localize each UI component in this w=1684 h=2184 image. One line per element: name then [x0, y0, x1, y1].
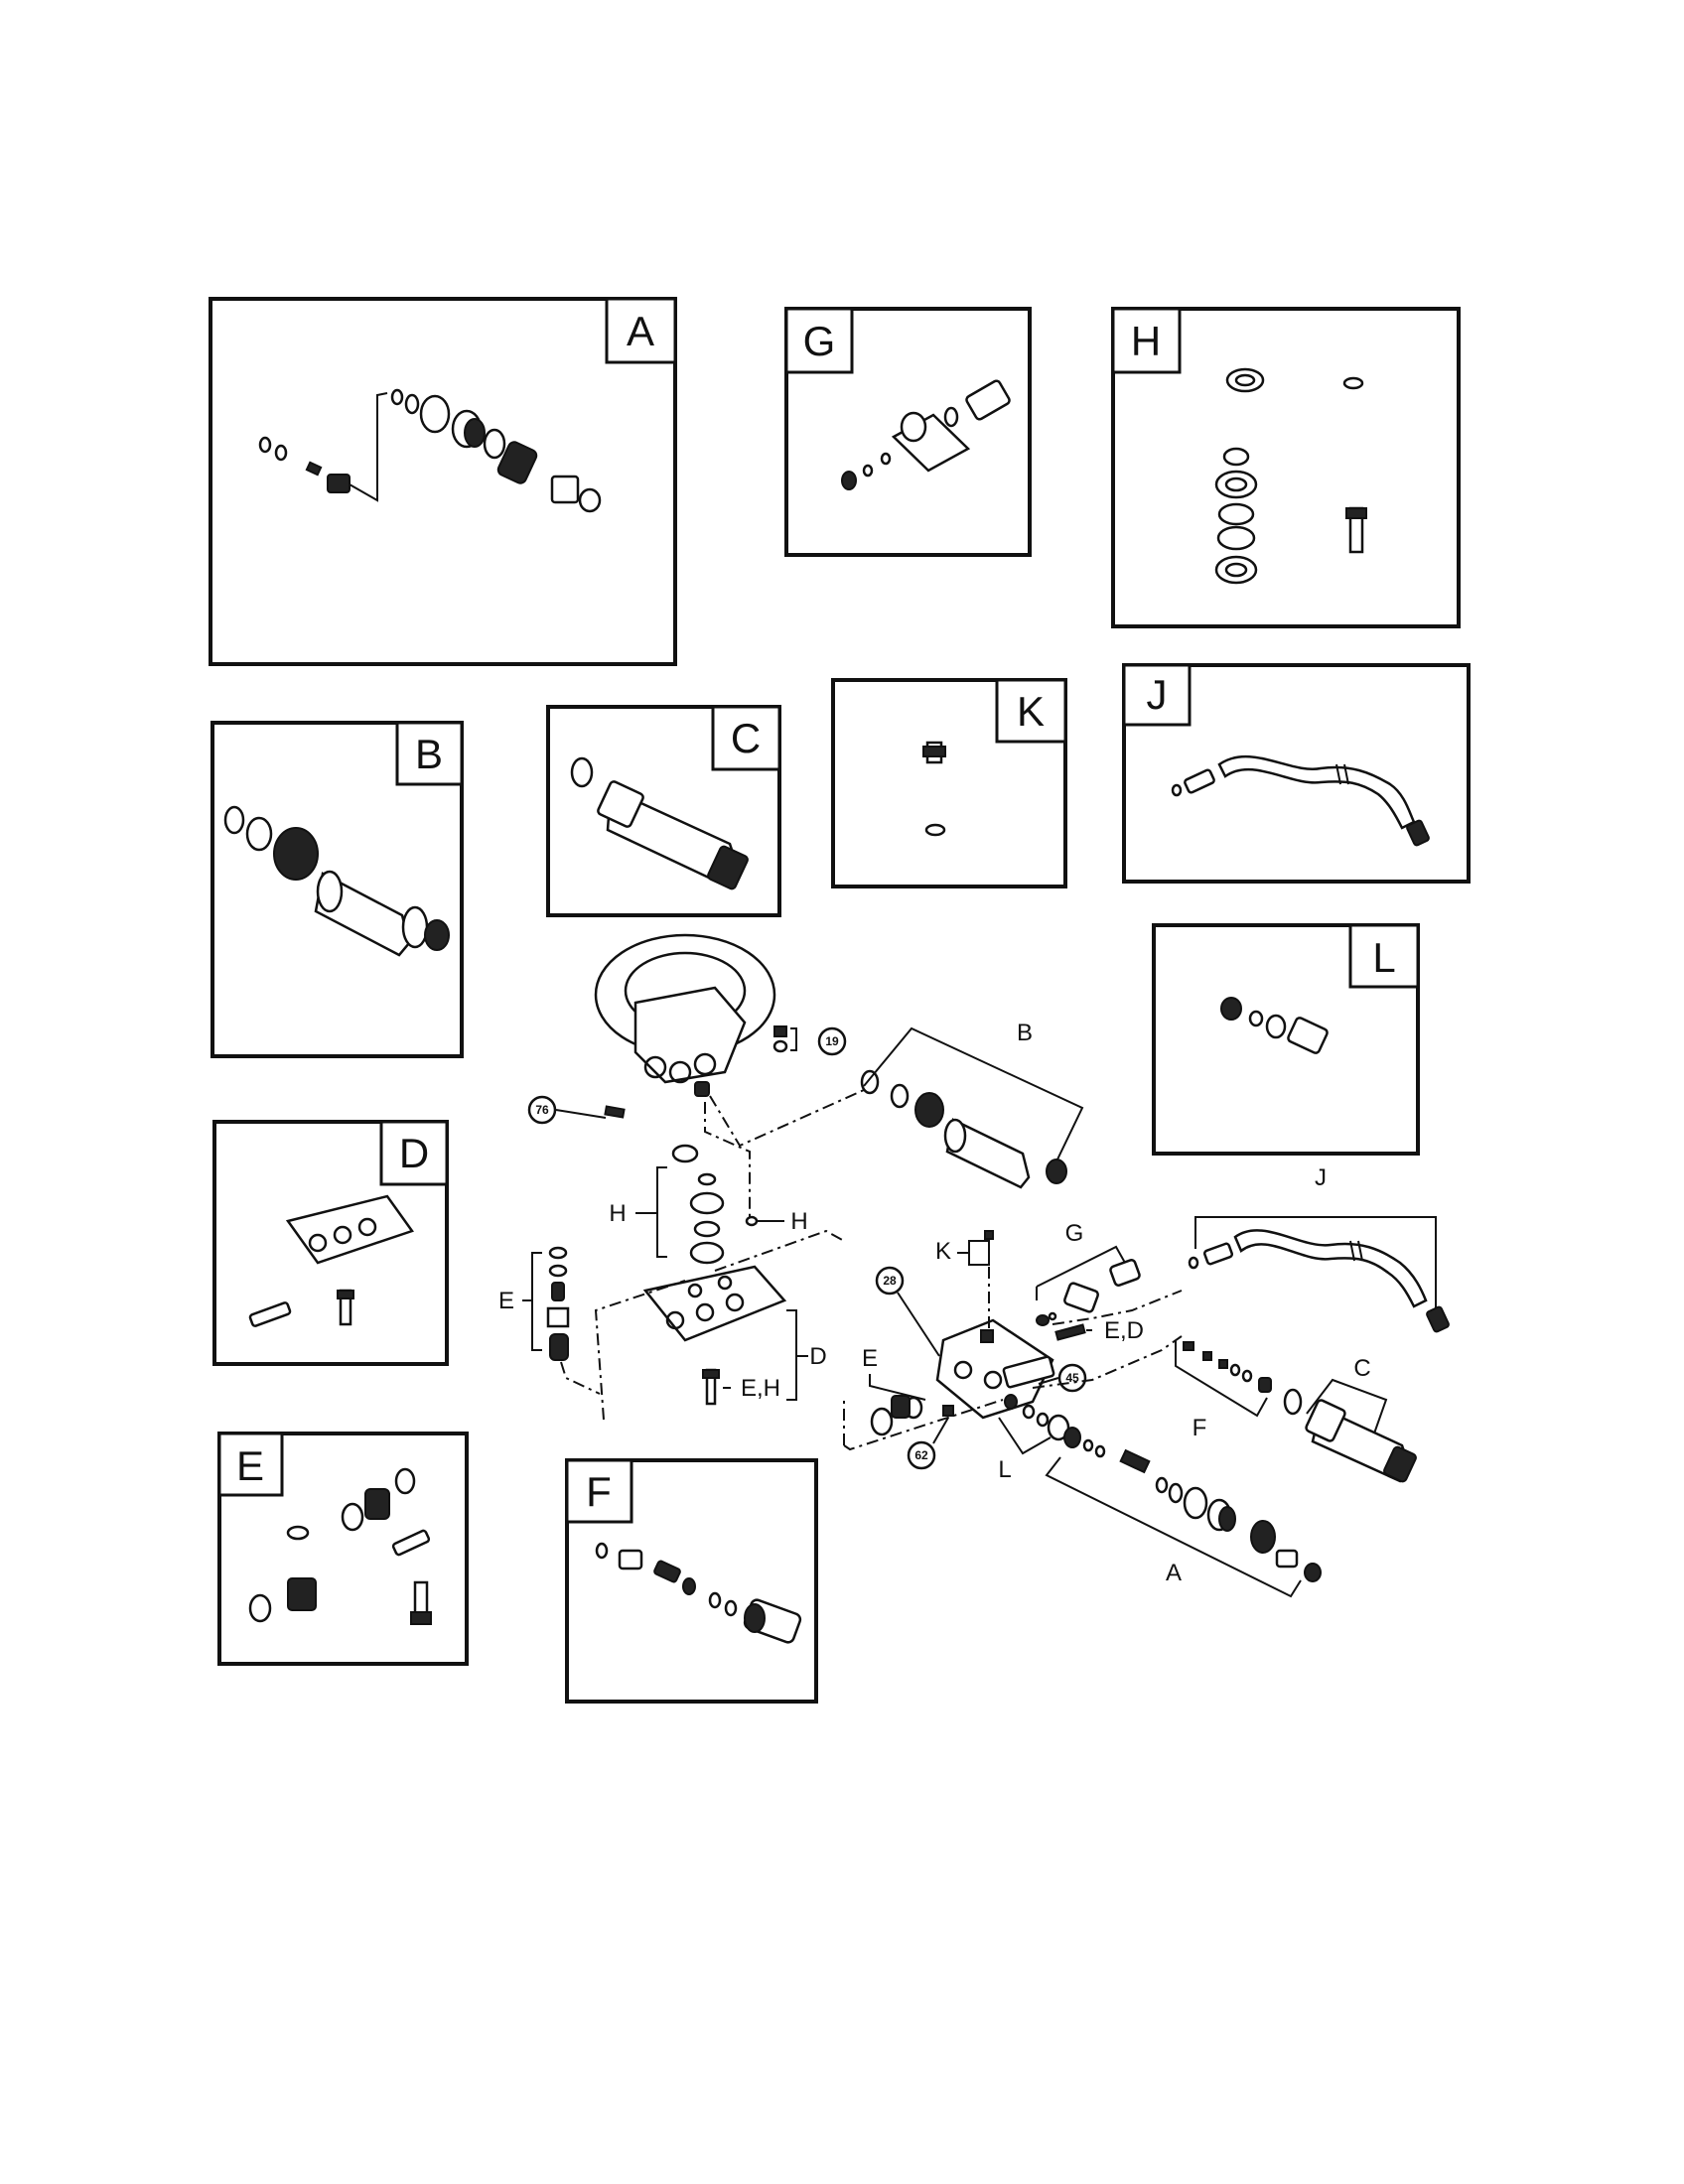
- group-l: L: [998, 1394, 1070, 1483]
- group-j: J: [1188, 1164, 1450, 1333]
- panel-e: E: [217, 1432, 469, 1666]
- group-e-right-label: E: [862, 1345, 878, 1372]
- group-k: K: [935, 1230, 994, 1330]
- panel-k-label: K: [1017, 688, 1045, 735]
- panel-d: D: [212, 1120, 449, 1366]
- panel-b: B: [210, 721, 464, 1058]
- group-h-right-label: H: [790, 1208, 807, 1235]
- panel-j-parts: [1171, 754, 1430, 847]
- group-h-left-label: H: [609, 1200, 626, 1227]
- panel-a-parts: [258, 388, 602, 513]
- panel-e-parts: [248, 1467, 432, 1625]
- panel-c-parts: [570, 756, 749, 890]
- panel-g: G: [784, 307, 1032, 557]
- callout-62: 62: [907, 1405, 954, 1470]
- group-b-label: B: [1017, 1020, 1033, 1046]
- panel-a: A: [209, 297, 677, 666]
- pump-head: [594, 933, 776, 1097]
- group-f-label: F: [1193, 1415, 1207, 1441]
- panel-l: L: [1152, 923, 1420, 1156]
- group-a-label: A: [1166, 1560, 1182, 1586]
- panel-h-parts: [1214, 367, 1367, 585]
- group-e-right: E: [843, 1345, 926, 1445]
- group-b: B: [709, 1020, 1084, 1189]
- panel-f: F: [565, 1458, 818, 1704]
- valve-body: [935, 1318, 1055, 1420]
- group-e-left: E: [498, 1246, 601, 1395]
- panel-j-label: J: [1147, 671, 1168, 718]
- group-ed: E,D: [1054, 1317, 1144, 1344]
- panel-k: K: [831, 678, 1067, 888]
- panel-d-parts: [248, 1194, 414, 1327]
- panel-g-parts: [841, 379, 1011, 490]
- panel-l-parts: [1220, 997, 1329, 1054]
- group-g: G: [1036, 1220, 1183, 1326]
- panel-b-parts: [223, 805, 450, 957]
- group-k-label: K: [935, 1238, 951, 1265]
- panel-e-label: E: [236, 1442, 264, 1489]
- group-e-left-label: E: [498, 1288, 514, 1314]
- callout-19: 19: [772, 1025, 847, 1056]
- group-eh-label: E,H: [741, 1375, 780, 1402]
- panel-b-label: B: [415, 731, 443, 777]
- panel-h: H: [1111, 307, 1461, 628]
- callout-28: 28: [875, 1266, 940, 1357]
- main-assembly: 19 76 B: [498, 933, 1450, 1598]
- group-j-label: J: [1315, 1164, 1327, 1191]
- group-a: A: [843, 1399, 1322, 1598]
- panel-c-label: C: [731, 715, 761, 761]
- callout-19-label: 19: [825, 1034, 839, 1048]
- group-g-label: G: [1065, 1220, 1084, 1247]
- group-d-label: D: [809, 1343, 826, 1370]
- panel-a-label: A: [627, 308, 654, 354]
- panel-d-label: D: [399, 1130, 429, 1176]
- manifold-d: D E,H: [594, 1229, 845, 1421]
- group-c-label: C: [1353, 1355, 1370, 1382]
- panel-l-label: L: [1372, 934, 1395, 981]
- callout-76: 76: [527, 1095, 626, 1125]
- callout-28-label: 28: [883, 1274, 897, 1288]
- panel-f-label: F: [586, 1468, 612, 1515]
- panel-f-parts: [595, 1542, 802, 1644]
- group-ed-label: E,D: [1104, 1317, 1144, 1344]
- panel-j: J: [1122, 663, 1471, 884]
- group-f: F: [1032, 1335, 1272, 1441]
- panel-c: C: [546, 705, 781, 917]
- panel-g-label: G: [803, 318, 836, 364]
- callout-62-label: 62: [914, 1448, 928, 1462]
- group-h: H H: [609, 1102, 808, 1265]
- callout-76-label: 76: [535, 1103, 549, 1117]
- group-c: C: [1283, 1355, 1417, 1483]
- group-l-label: L: [998, 1456, 1011, 1483]
- panel-h-label: H: [1131, 318, 1161, 364]
- panel-k-parts: [922, 741, 946, 837]
